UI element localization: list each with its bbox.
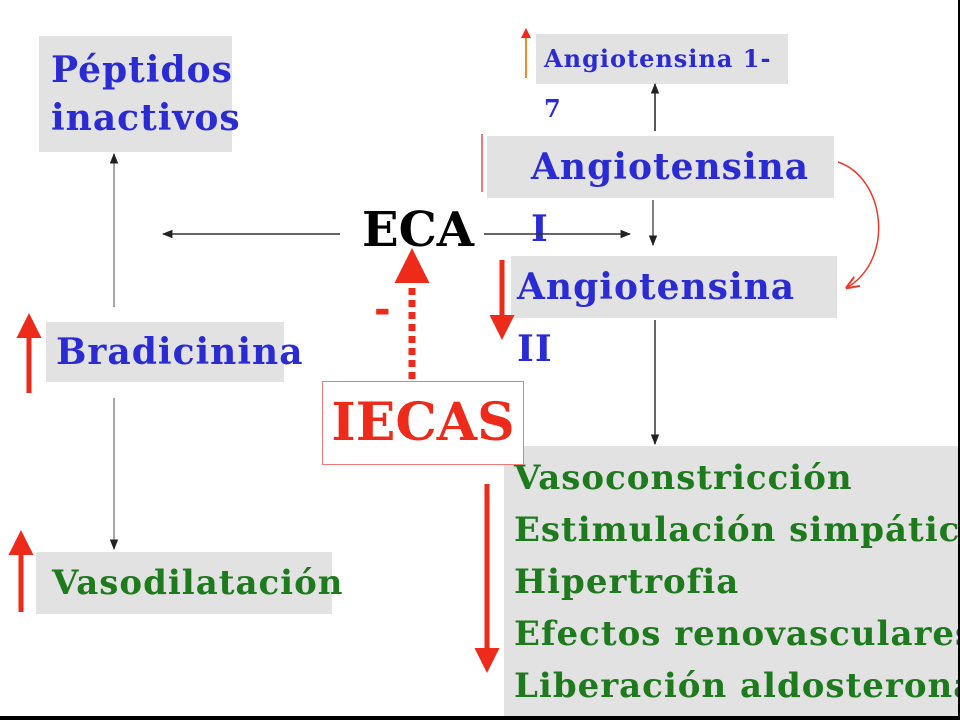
angiotensina-2-node: Angiotensina II [511, 256, 837, 370]
peptidos-inactivos-node: Péptidos inactivos [39, 36, 241, 152]
effect-item: Efectos renovasculares [514, 614, 958, 654]
effects-list: Vasoconstricción Estimulación simpática … [504, 446, 958, 716]
effect-item: Vasoconstricción [514, 458, 853, 498]
peptidos-line-1: Péptidos [51, 49, 233, 91]
vasodilatacion-node: Vasodilatación [36, 552, 343, 614]
iecas-node: IECAS [322, 381, 524, 465]
peptidos-line-2: inactivos [51, 97, 241, 139]
angiotensina-1-7-node: Angiotensina 1-7 [536, 34, 788, 123]
effect-item: Hipertrofia [514, 562, 740, 602]
bradicinina-node: Bradicinina [46, 322, 303, 382]
inhibition-sign: - [374, 287, 391, 333]
effect-item: Liberación aldosterona [514, 666, 958, 706]
angiotensina-1-node: Angiotensina I [487, 136, 834, 250]
effect-item: Estimulación simpática [514, 510, 958, 550]
arrow-curved-ang1-to-ang2 [837, 161, 880, 287]
